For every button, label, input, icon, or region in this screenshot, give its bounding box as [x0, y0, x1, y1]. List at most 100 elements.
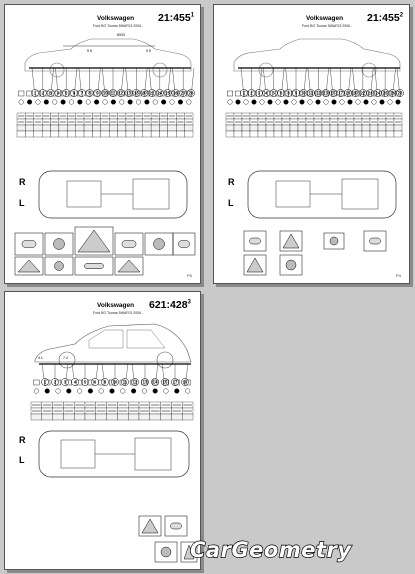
diagram-page-2: Volkswagen Ford BO Touran 5WAF03 2006 - …: [213, 4, 410, 284]
point-label: 11: [111, 91, 116, 96]
detail-frame: [323, 232, 345, 250]
point-marker: [62, 89, 71, 97]
detail-frame: [14, 232, 44, 256]
detail-frame: [279, 254, 303, 276]
fixture-icon: [307, 99, 313, 105]
table-cell: [249, 124, 259, 132]
point-label: 2: [42, 91, 45, 96]
point-marker: [38, 89, 47, 97]
car-profile: [233, 38, 401, 72]
table-cell: [182, 413, 194, 421]
table-cell: [159, 130, 169, 138]
symbol-box: [386, 90, 393, 97]
table-cell: [100, 130, 110, 138]
table-cell: [25, 130, 34, 138]
fixture-icon: [283, 99, 289, 105]
detail-frame: [14, 256, 44, 276]
side-label-right: R: [228, 177, 235, 187]
point-label: 12: [316, 91, 321, 96]
symbol-box: [243, 90, 250, 97]
table-cell: [337, 124, 347, 132]
fixture-icon: [185, 388, 191, 394]
fixture-icon: [235, 99, 241, 105]
fixture-icon: [141, 388, 147, 394]
fixture-icon: [395, 99, 401, 105]
page-code: 621:4283: [149, 299, 191, 311]
point-label: 1: [44, 380, 47, 385]
point-marker: [111, 378, 119, 386]
symbol-box: [51, 90, 58, 97]
table-cell: [176, 124, 185, 132]
symbol-box: [378, 90, 385, 97]
point-label: 12: [118, 91, 123, 96]
table-cell: [184, 124, 194, 132]
bolt-icon: [54, 261, 64, 271]
point-marker: [148, 89, 156, 97]
window-outline: [88, 329, 166, 349]
table-cell: [83, 130, 93, 138]
point-label: 24: [157, 91, 162, 96]
bolt-icon: [53, 238, 65, 250]
fixture-icon: [347, 99, 353, 105]
table-cell: [393, 124, 403, 132]
point-label: 20: [142, 91, 147, 96]
point-label: 26: [173, 91, 178, 96]
table-cell: [134, 124, 143, 132]
point-label: 19: [183, 380, 188, 385]
fixture-icon: [43, 99, 49, 105]
point-label: 13: [323, 91, 328, 96]
table-cell: [125, 130, 135, 138]
cargeometry-logo: CarGeometry: [189, 537, 352, 562]
point-label: 4: [57, 91, 60, 96]
fixture-icon: [55, 388, 61, 394]
symbol-box: [143, 90, 150, 97]
table-cell: [273, 130, 283, 138]
side-label-right: R: [19, 435, 26, 445]
data-table: [225, 90, 403, 138]
table-cell: [297, 130, 307, 138]
table-cell: [75, 130, 85, 138]
symbol-box: [110, 90, 117, 97]
table-cell: [33, 124, 43, 132]
symbol-box: [169, 90, 176, 97]
table-cell: [52, 413, 64, 421]
table-cell: [273, 124, 283, 132]
detail-frame: [44, 232, 74, 256]
symbol-box: [87, 379, 94, 386]
underbody-outline: [38, 430, 190, 478]
table-cell: [249, 130, 259, 138]
table-cell: [50, 130, 60, 138]
table-cell: [25, 124, 34, 132]
table-cell: [67, 130, 76, 138]
detail-frame: [138, 515, 162, 537]
table-cell: [117, 124, 127, 132]
rear-subframe: [132, 178, 170, 210]
table-cell: [138, 413, 150, 421]
table-cell: [58, 124, 68, 132]
symbol-box: [226, 90, 233, 97]
table-cell: [353, 130, 363, 138]
fixture-icon: [339, 99, 345, 105]
table-cell: [41, 130, 51, 138]
detail-frame: [114, 232, 144, 256]
symbol-box: [251, 90, 258, 97]
point-marker: [81, 378, 89, 386]
fixture-icon: [18, 99, 24, 105]
fixture-icon: [161, 99, 167, 105]
point-marker: [46, 89, 55, 97]
symbol-box: [127, 90, 134, 97]
point-marker: [131, 378, 139, 386]
model-subtitle: Ford BO Touran 5WAF03 2006 -: [93, 24, 144, 28]
symbol-box: [394, 90, 401, 97]
fixture-icon: [259, 99, 265, 105]
table-cell: [41, 413, 53, 421]
slot-icon: [84, 263, 104, 269]
point-label: 6: [94, 380, 97, 385]
side-label-right: R: [19, 177, 26, 187]
table-cell: [150, 124, 160, 132]
symbol-box: [26, 90, 33, 97]
diagram-page-1: Volkswagen Ford BO Touran 5WAF03 2006 - …: [4, 4, 201, 284]
point-label: 28: [189, 91, 194, 96]
point-label: 4: [265, 91, 268, 96]
